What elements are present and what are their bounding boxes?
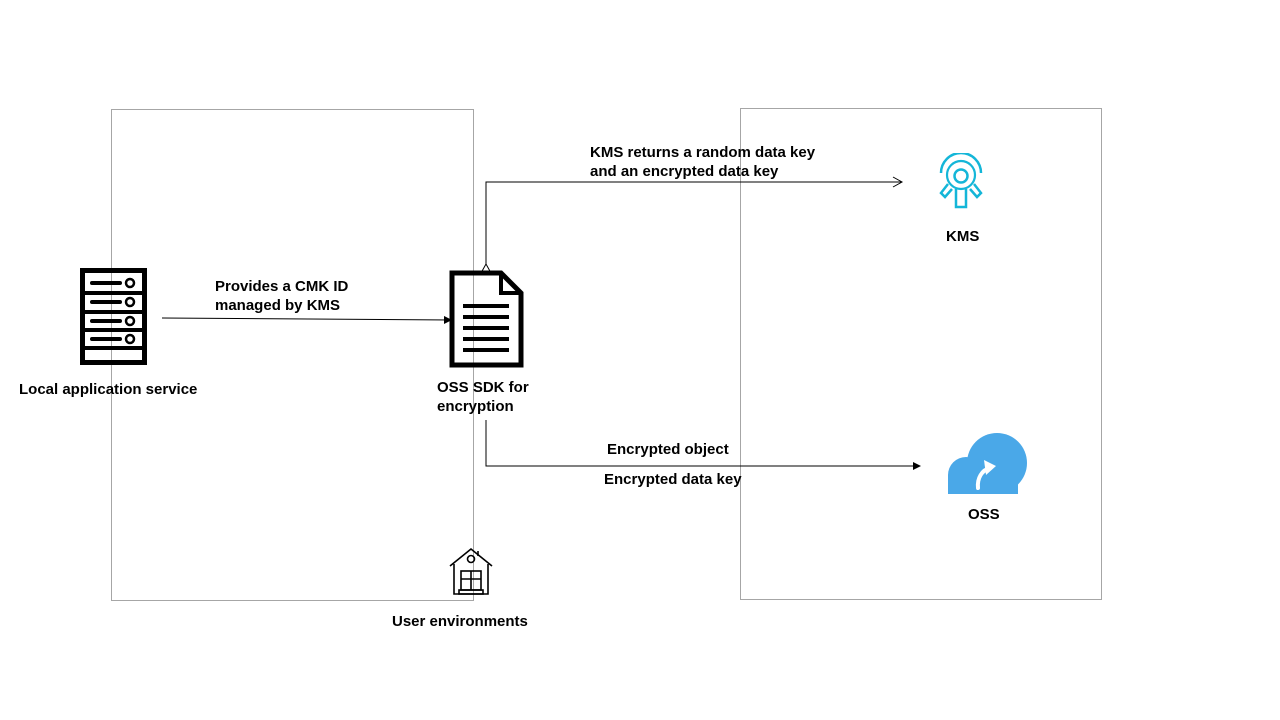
cloud-upload-icon [948, 433, 1027, 494]
user-environments-label: User environments [392, 613, 528, 630]
cloud-service-box [740, 108, 1102, 600]
kms-return-label-line2: and an encrypted data key [590, 163, 779, 180]
document-icon [449, 270, 524, 368]
server-icon [80, 268, 147, 365]
sdk-label-line1: OSS SDK for [437, 379, 529, 396]
local-app-label: Local application service [19, 381, 198, 398]
user-environment-box [111, 109, 474, 601]
cmk-label-line1: Provides a CMK ID [215, 278, 349, 295]
key-icon [939, 153, 983, 209]
kms-label: KMS [946, 228, 980, 245]
encrypted-data-key-label: Encrypted data key [604, 471, 742, 488]
kms-return-label-line1: KMS returns a random data key [590, 144, 816, 161]
encrypted-object-label: Encrypted object [607, 441, 729, 458]
house-icon [449, 547, 493, 595]
sdk-label-line2: encryption [437, 398, 514, 415]
oss-label: OSS [968, 506, 1000, 523]
edge-cmk [161, 315, 452, 324]
edge-oss [485, 420, 921, 470]
cmk-label-line2: managed by KMS [215, 297, 341, 314]
edge-kms [480, 176, 904, 274]
